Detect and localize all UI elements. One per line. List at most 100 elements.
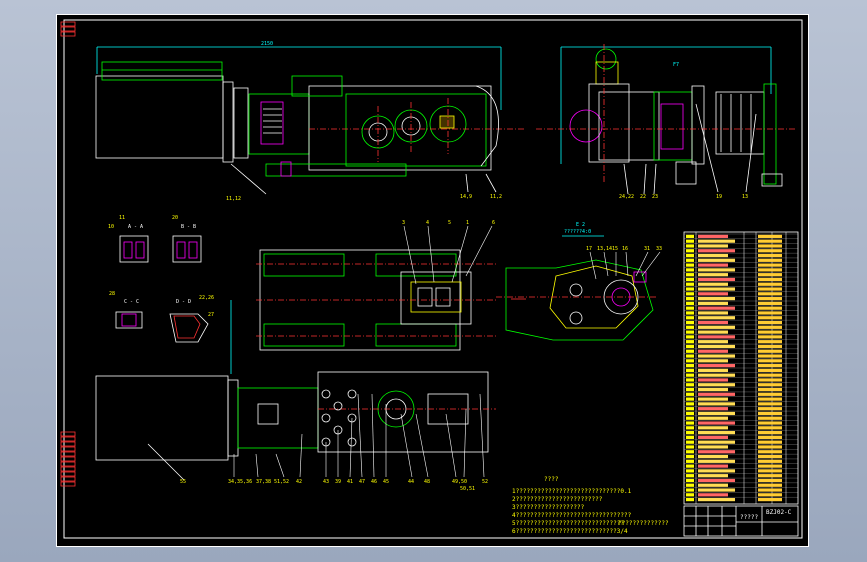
parts-list-row (684, 243, 798, 248)
parts-list (683, 231, 799, 505)
section-aa-callout-1: 10 (108, 224, 114, 230)
top-view: 2150 (95, 41, 526, 202)
parts-list-row (684, 391, 798, 396)
detail-callout-6: 33 (656, 246, 662, 252)
front-callouts-top (403, 225, 493, 285)
parts-list-row (684, 444, 798, 449)
front-bottom-callout-8: 47 (359, 479, 365, 485)
parts-list-row (684, 315, 798, 320)
front-bottom-callout-15: 52 (482, 479, 488, 485)
parts-list-row (684, 300, 798, 305)
parts-list-row (684, 372, 798, 377)
parts-list-row (684, 401, 798, 406)
front-bottom-callout-7: 41 (347, 479, 353, 485)
side-dim-top: F7 (673, 62, 679, 68)
section-aa-callout-2: 11 (119, 215, 125, 221)
parts-list-row (684, 253, 798, 258)
front-bottom-callout-12: 48 (424, 479, 430, 485)
front-bottom-callout-5: 43 (323, 479, 329, 485)
parts-list-row (684, 238, 798, 243)
parts-list-row (684, 262, 798, 267)
detail-view: E 2 ??????4:0 (496, 222, 656, 341)
detail-title: E 2 (576, 222, 585, 228)
parts-list-row (684, 410, 798, 416)
front-bottom-callout-10: 45 (383, 479, 389, 485)
parts-list-row (684, 286, 798, 291)
parts-list-row (684, 449, 798, 454)
title-block-name: ????? (740, 514, 758, 521)
front-bottom-callout-16: 55 (180, 479, 186, 485)
front-bottom-callout-11: 44 (408, 479, 414, 485)
detail-callout-5: 31 (644, 246, 650, 252)
notes-line-4: 4???????????????????????????????? (512, 512, 632, 519)
left-zone-marks (60, 21, 76, 487)
front-top-callout-4: 1 (466, 220, 469, 226)
top-dim-overall: 2150 (261, 41, 273, 47)
parts-list-row (684, 281, 798, 286)
top-callout-1: 11,12 (226, 196, 241, 202)
parts-list-row (684, 358, 798, 363)
parts-list-row (684, 296, 798, 301)
parts-list-row (684, 353, 798, 358)
title-block (683, 505, 799, 537)
title-block-code: BZJ02-C (766, 509, 792, 516)
front-top-callout-3: 5 (448, 220, 451, 226)
cad-drawing: 2150 (56, 14, 809, 547)
parts-list-row (684, 305, 798, 310)
parts-list-row (684, 257, 798, 262)
parts-list-row (684, 425, 798, 430)
parts-list-row (684, 272, 798, 277)
parts-list-row (684, 267, 798, 272)
side-callout-3: 23 (652, 194, 658, 200)
section-dd-title: D - D (176, 299, 191, 305)
parts-list-row (684, 434, 798, 439)
detail-callout-2: 13,14 (597, 246, 612, 252)
notes-line-1: 1?????????????????????????????0.1 (512, 488, 632, 495)
side-callout-5: 13 (742, 194, 748, 200)
front-top-callout-1: 3 (402, 220, 405, 226)
parts-list-row (684, 430, 798, 435)
outer-frame (56, 14, 809, 547)
parts-list-row (684, 482, 798, 487)
section-aa-title: A - A (128, 224, 143, 230)
notes-line-6: 6????????????????????????????3/4 (512, 528, 628, 535)
parts-list-row (684, 406, 798, 411)
front-top-callout-2: 4 (426, 220, 429, 226)
side-callout-4: 19 (716, 194, 722, 200)
side-callout-2: 22 (640, 194, 646, 200)
notes-line-5: 5?????????????????????????????? (512, 520, 624, 527)
parts-list-row (684, 387, 798, 392)
parts-list-row (684, 420, 798, 425)
parts-list-row (684, 248, 798, 253)
front-bottom-callout-13: 49,50 (452, 479, 467, 485)
detail-callout-3: 15 (612, 246, 618, 252)
section-cc-callout-1: 28 (109, 291, 115, 297)
parts-list-row (684, 382, 798, 387)
parts-list-row (684, 463, 798, 468)
parts-list-row (684, 458, 798, 463)
front-view (95, 249, 496, 481)
parts-list-row (684, 343, 798, 349)
notes-line-3: 3??????????????????? (512, 504, 585, 511)
parts-list-row (684, 468, 798, 473)
front-bottom-callout-14: 50,51 (460, 486, 475, 492)
section-views: A - A 10 11 B - B 20 C - C 28 D - D 22,2… (108, 215, 214, 343)
side-view: F7 24,22 (536, 44, 796, 200)
detail-leaders (589, 251, 661, 280)
front-bottom-callout-9: 46 (371, 479, 377, 485)
detail-callout-1: 17 (586, 246, 592, 252)
parts-list-row (684, 276, 798, 282)
section-bb-callout-1: 20 (172, 215, 178, 221)
inner-frame (63, 19, 803, 539)
parts-list-row (684, 377, 798, 382)
parts-list-row (684, 396, 798, 401)
front-bottom-callout-2: 37,38 (256, 479, 271, 485)
section-dd-callout-2: 27 (208, 312, 214, 318)
parts-list-row (684, 310, 798, 315)
parts-list-row (684, 233, 798, 238)
side-callout-1: 24,22 (619, 194, 634, 200)
notes-heading: ???? (544, 476, 559, 483)
front-callouts-bottom-leaders (233, 393, 485, 478)
parts-list-row (684, 487, 798, 492)
